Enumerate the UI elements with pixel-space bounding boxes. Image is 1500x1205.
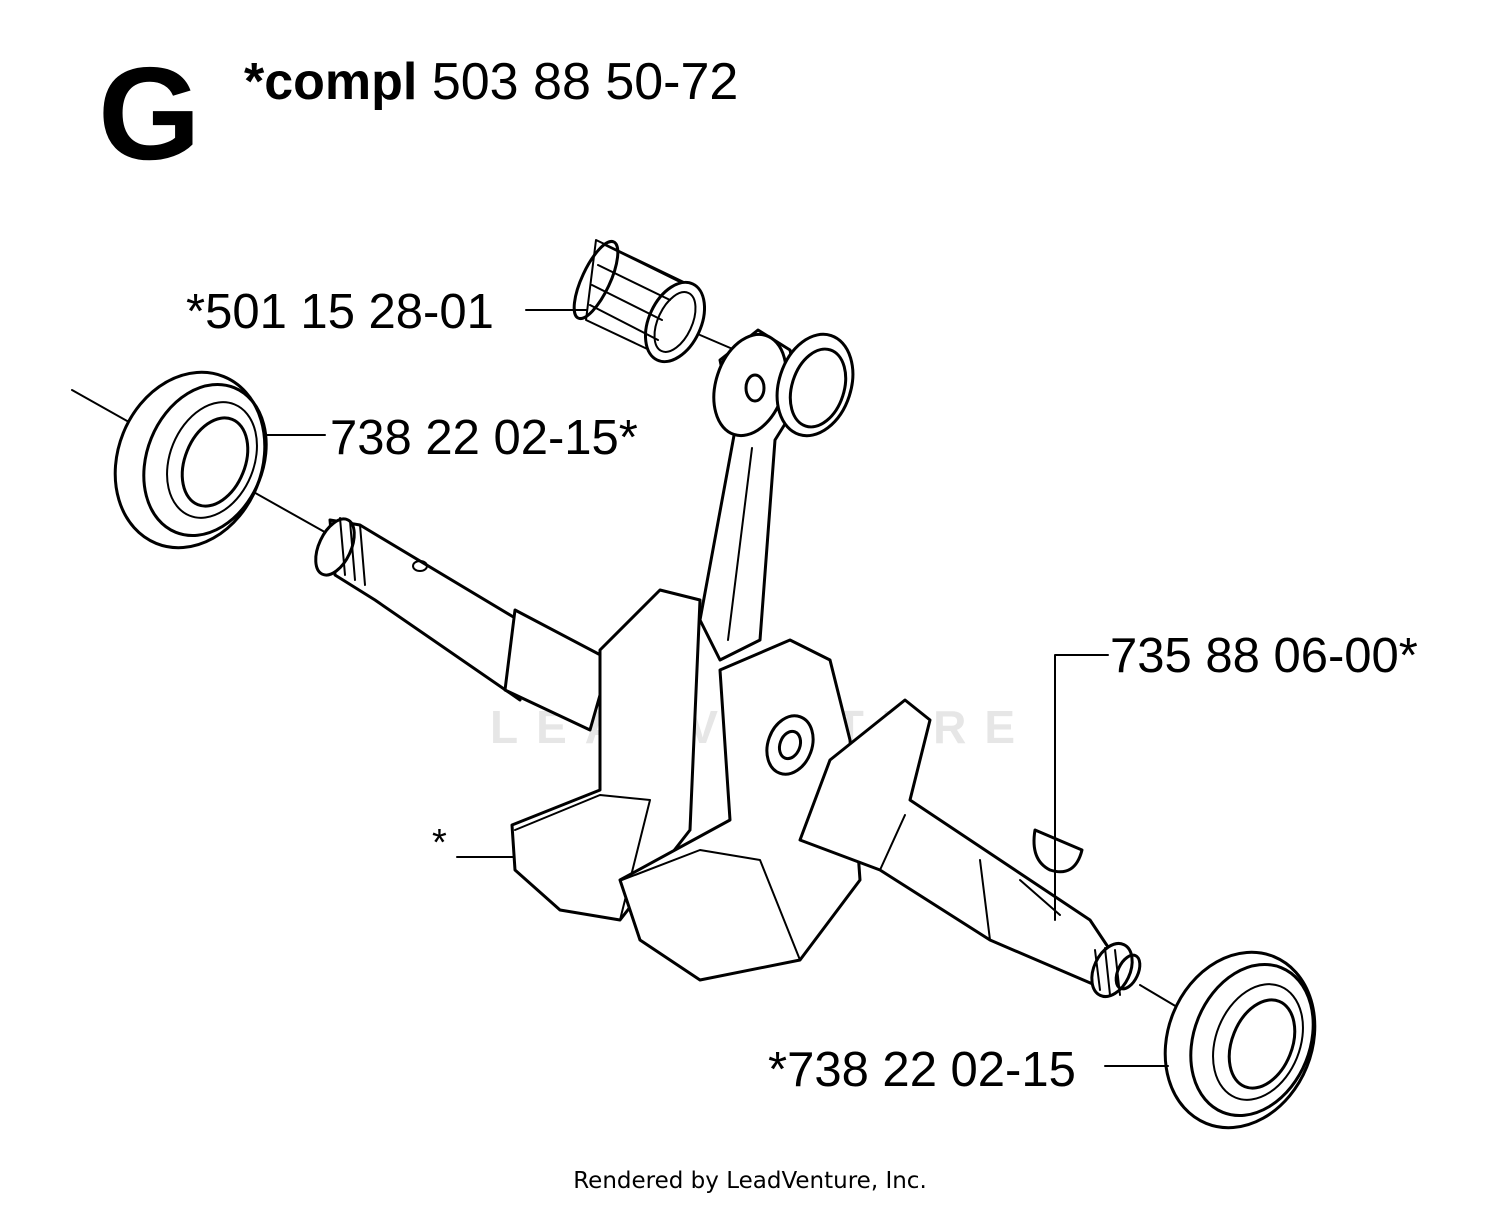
callout-crankshaft: * <box>432 822 447 864</box>
compl-number: 503 88 50-72 <box>431 53 739 111</box>
leader-lines <box>265 310 1168 1066</box>
connecting-rod-drawing <box>700 324 865 660</box>
callout-needle-bearing: *501 15 28-01 <box>186 285 494 339</box>
assembly-part-number: *compl 503 88 50-72 <box>244 56 738 108</box>
right-shaft-drawing <box>800 700 1145 1003</box>
callout-right-bearing: *738 22 02-15 <box>768 1043 1076 1097</box>
woodruff-key-drawing <box>1034 830 1082 872</box>
leader-woodruff-key <box>1055 655 1108 920</box>
crank-web-left-drawing <box>512 590 700 920</box>
callout-left-bearing: 738 22 02-15* <box>330 411 638 465</box>
right-ball-bearing-drawing <box>1140 930 1341 1151</box>
left-shaft-drawing <box>308 513 610 730</box>
needle-bearing-drawing <box>566 236 717 371</box>
compl-prefix: *compl <box>244 53 418 111</box>
callout-woodruff-key: 735 88 06-00* <box>1110 629 1418 683</box>
footer-credit: Rendered by LeadVenture, Inc. <box>573 1168 927 1194</box>
axis-line-top <box>700 335 735 350</box>
left-ball-bearing-drawing <box>90 350 291 571</box>
section-letter: G <box>98 40 201 187</box>
crank-web-right-drawing <box>620 640 860 980</box>
